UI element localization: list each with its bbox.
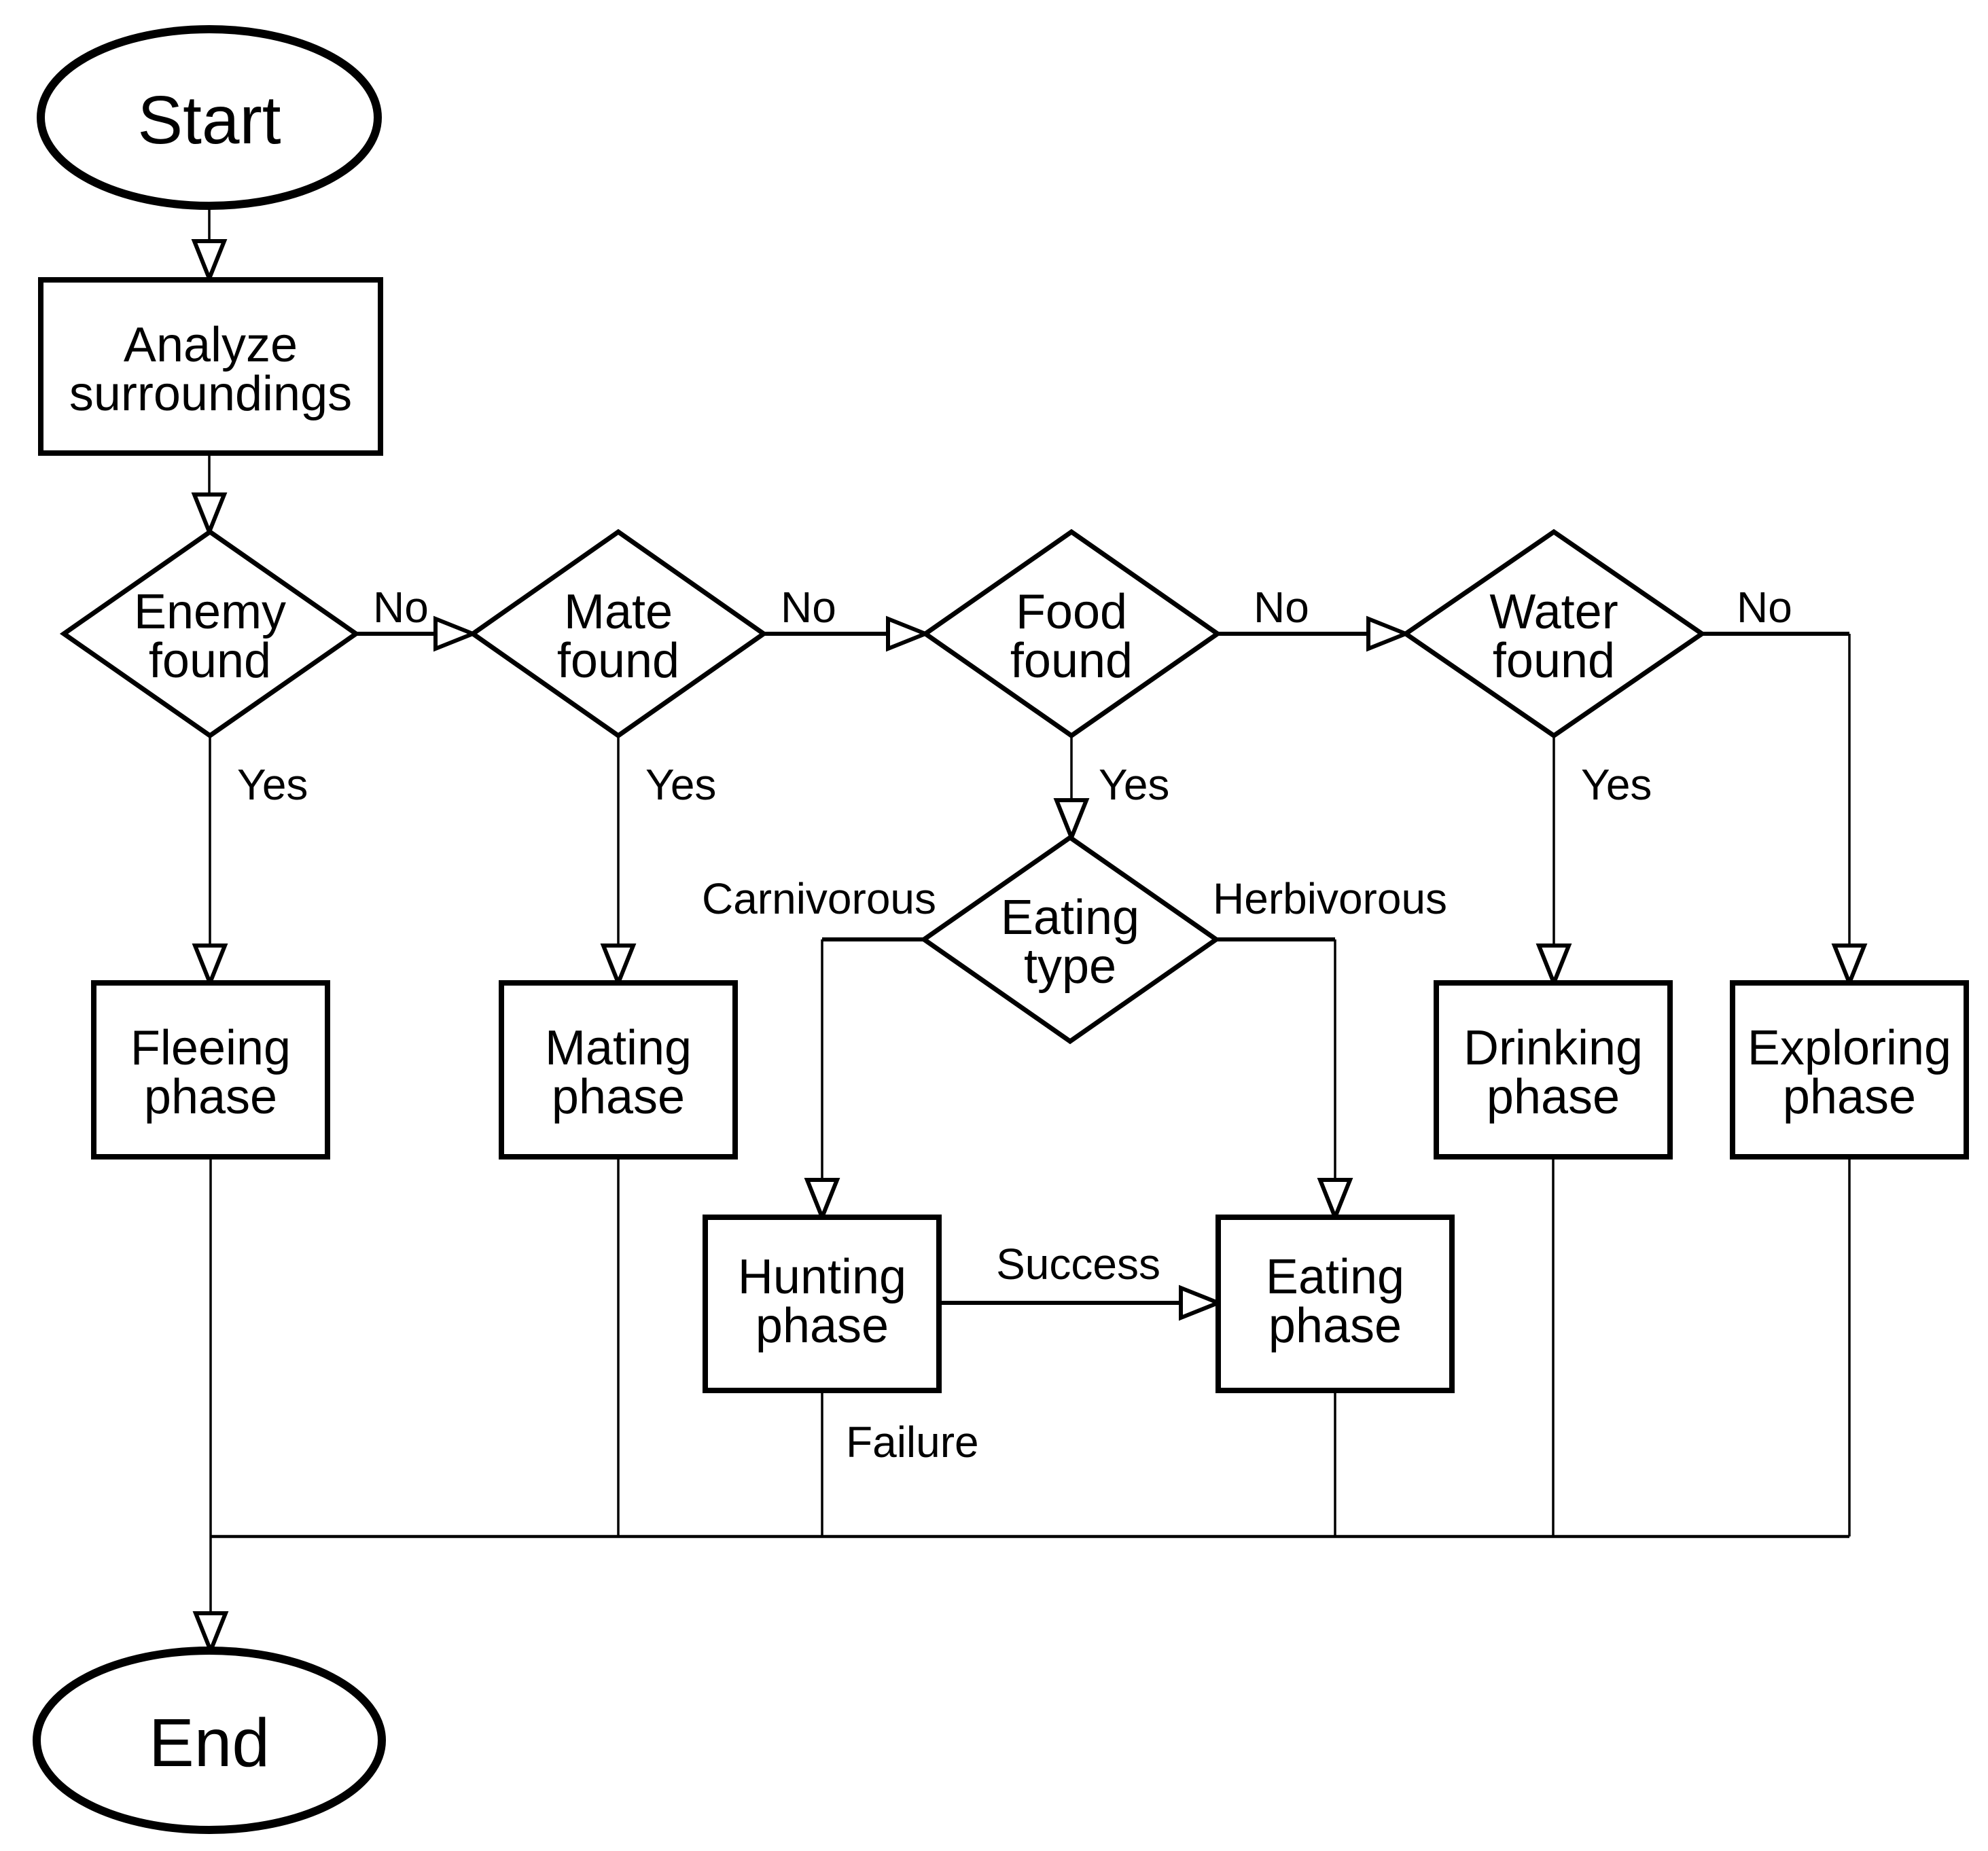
analyze-surroundings-node (38, 277, 383, 456)
analyze-label-line2: surroundings (69, 367, 352, 421)
edge-label-success: Success (996, 1240, 1160, 1289)
arrowhead-into-eatingtype (1053, 798, 1090, 844)
edge-label-failure: Failure (846, 1418, 979, 1467)
eating-label-line2: phase (1268, 1299, 1402, 1353)
edge-label-carnivorous: Carnivorous (702, 874, 936, 923)
food-found-decision (921, 528, 1222, 739)
eating-type-label-line1: Eating (1001, 891, 1139, 945)
arrowhead-into-end (192, 1611, 229, 1657)
edge-label-water-yes: Yes (1581, 760, 1652, 809)
food-label-line2: found (1010, 634, 1133, 688)
mating-label-line1: Mating (545, 1021, 692, 1075)
enemy-label-line1: Enemy (134, 585, 286, 639)
edge-label-mate-yes: Yes (645, 760, 716, 809)
edge-label-enemy-no: No (373, 583, 429, 632)
drinking-label-line1: Drinking (1463, 1021, 1643, 1075)
water-found-decision (1401, 528, 1707, 739)
arrowhead-into-drinking (1536, 944, 1572, 989)
edge-label-food-no: No (1254, 583, 1309, 632)
fleeing-phase-node (91, 980, 330, 1160)
mate-label-line1: Mate (564, 585, 673, 639)
hunting-label-line2: phase (756, 1299, 889, 1353)
mate-found-decision (468, 528, 768, 739)
eating-type-label-line2: type (1024, 939, 1116, 994)
arrowhead-into-water (1366, 615, 1412, 652)
arrowhead-into-fleeing (192, 944, 228, 989)
drinking-label-line2: phase (1487, 1070, 1620, 1124)
arrowhead-into-eating (1317, 1178, 1353, 1223)
hunting-phase-node (703, 1215, 942, 1393)
exploring-phase-node (1730, 980, 1969, 1160)
edge-label-mate-no: No (781, 583, 836, 632)
analyze-label-line1: Analyze (124, 318, 298, 372)
edge-label-enemy-yes: Yes (237, 760, 308, 809)
enemy-label-line2: found (149, 634, 271, 688)
enemy-found-decision (59, 528, 361, 739)
end-label: End (149, 1705, 270, 1781)
food-label-line1: Food (1016, 585, 1127, 639)
edge-label-herbivorous: Herbivorous (1213, 874, 1447, 923)
arrowhead-into-mate (433, 615, 479, 652)
eating-phase-node (1215, 1215, 1455, 1393)
arrowhead-into-mating (600, 944, 637, 989)
arrowhead-into-exploring (1831, 944, 1868, 989)
mate-label-line2: found (557, 634, 679, 688)
start-node (37, 25, 382, 210)
end-node (33, 1647, 386, 1834)
exploring-label-line2: phase (1783, 1070, 1916, 1124)
mating-phase-node (499, 980, 738, 1160)
arrowhead-into-enemy (191, 492, 228, 538)
water-label-line1: Water (1489, 585, 1618, 639)
arrowhead-into-hunting (804, 1178, 840, 1223)
eating-type-decision (919, 834, 1221, 1045)
fleeing-label-line2: phase (144, 1070, 277, 1124)
hunting-label-line1: Hunting (738, 1250, 906, 1304)
edge-label-food-yes: Yes (1099, 760, 1169, 809)
start-label: Start (137, 82, 281, 158)
arrowhead-into-food (886, 615, 931, 652)
exploring-label-line1: Exploring (1747, 1021, 1951, 1075)
fleeing-label-line1: Fleeing (130, 1021, 291, 1075)
mating-label-line2: phase (552, 1070, 685, 1124)
arrowhead-into-analyze (191, 239, 228, 285)
arrowhead-success-into-eating (1179, 1284, 1224, 1321)
water-label-line2: found (1493, 634, 1615, 688)
eating-label-line1: Eating (1266, 1250, 1404, 1304)
drinking-phase-node (1434, 980, 1673, 1160)
edge-label-water-no: No (1737, 583, 1792, 632)
